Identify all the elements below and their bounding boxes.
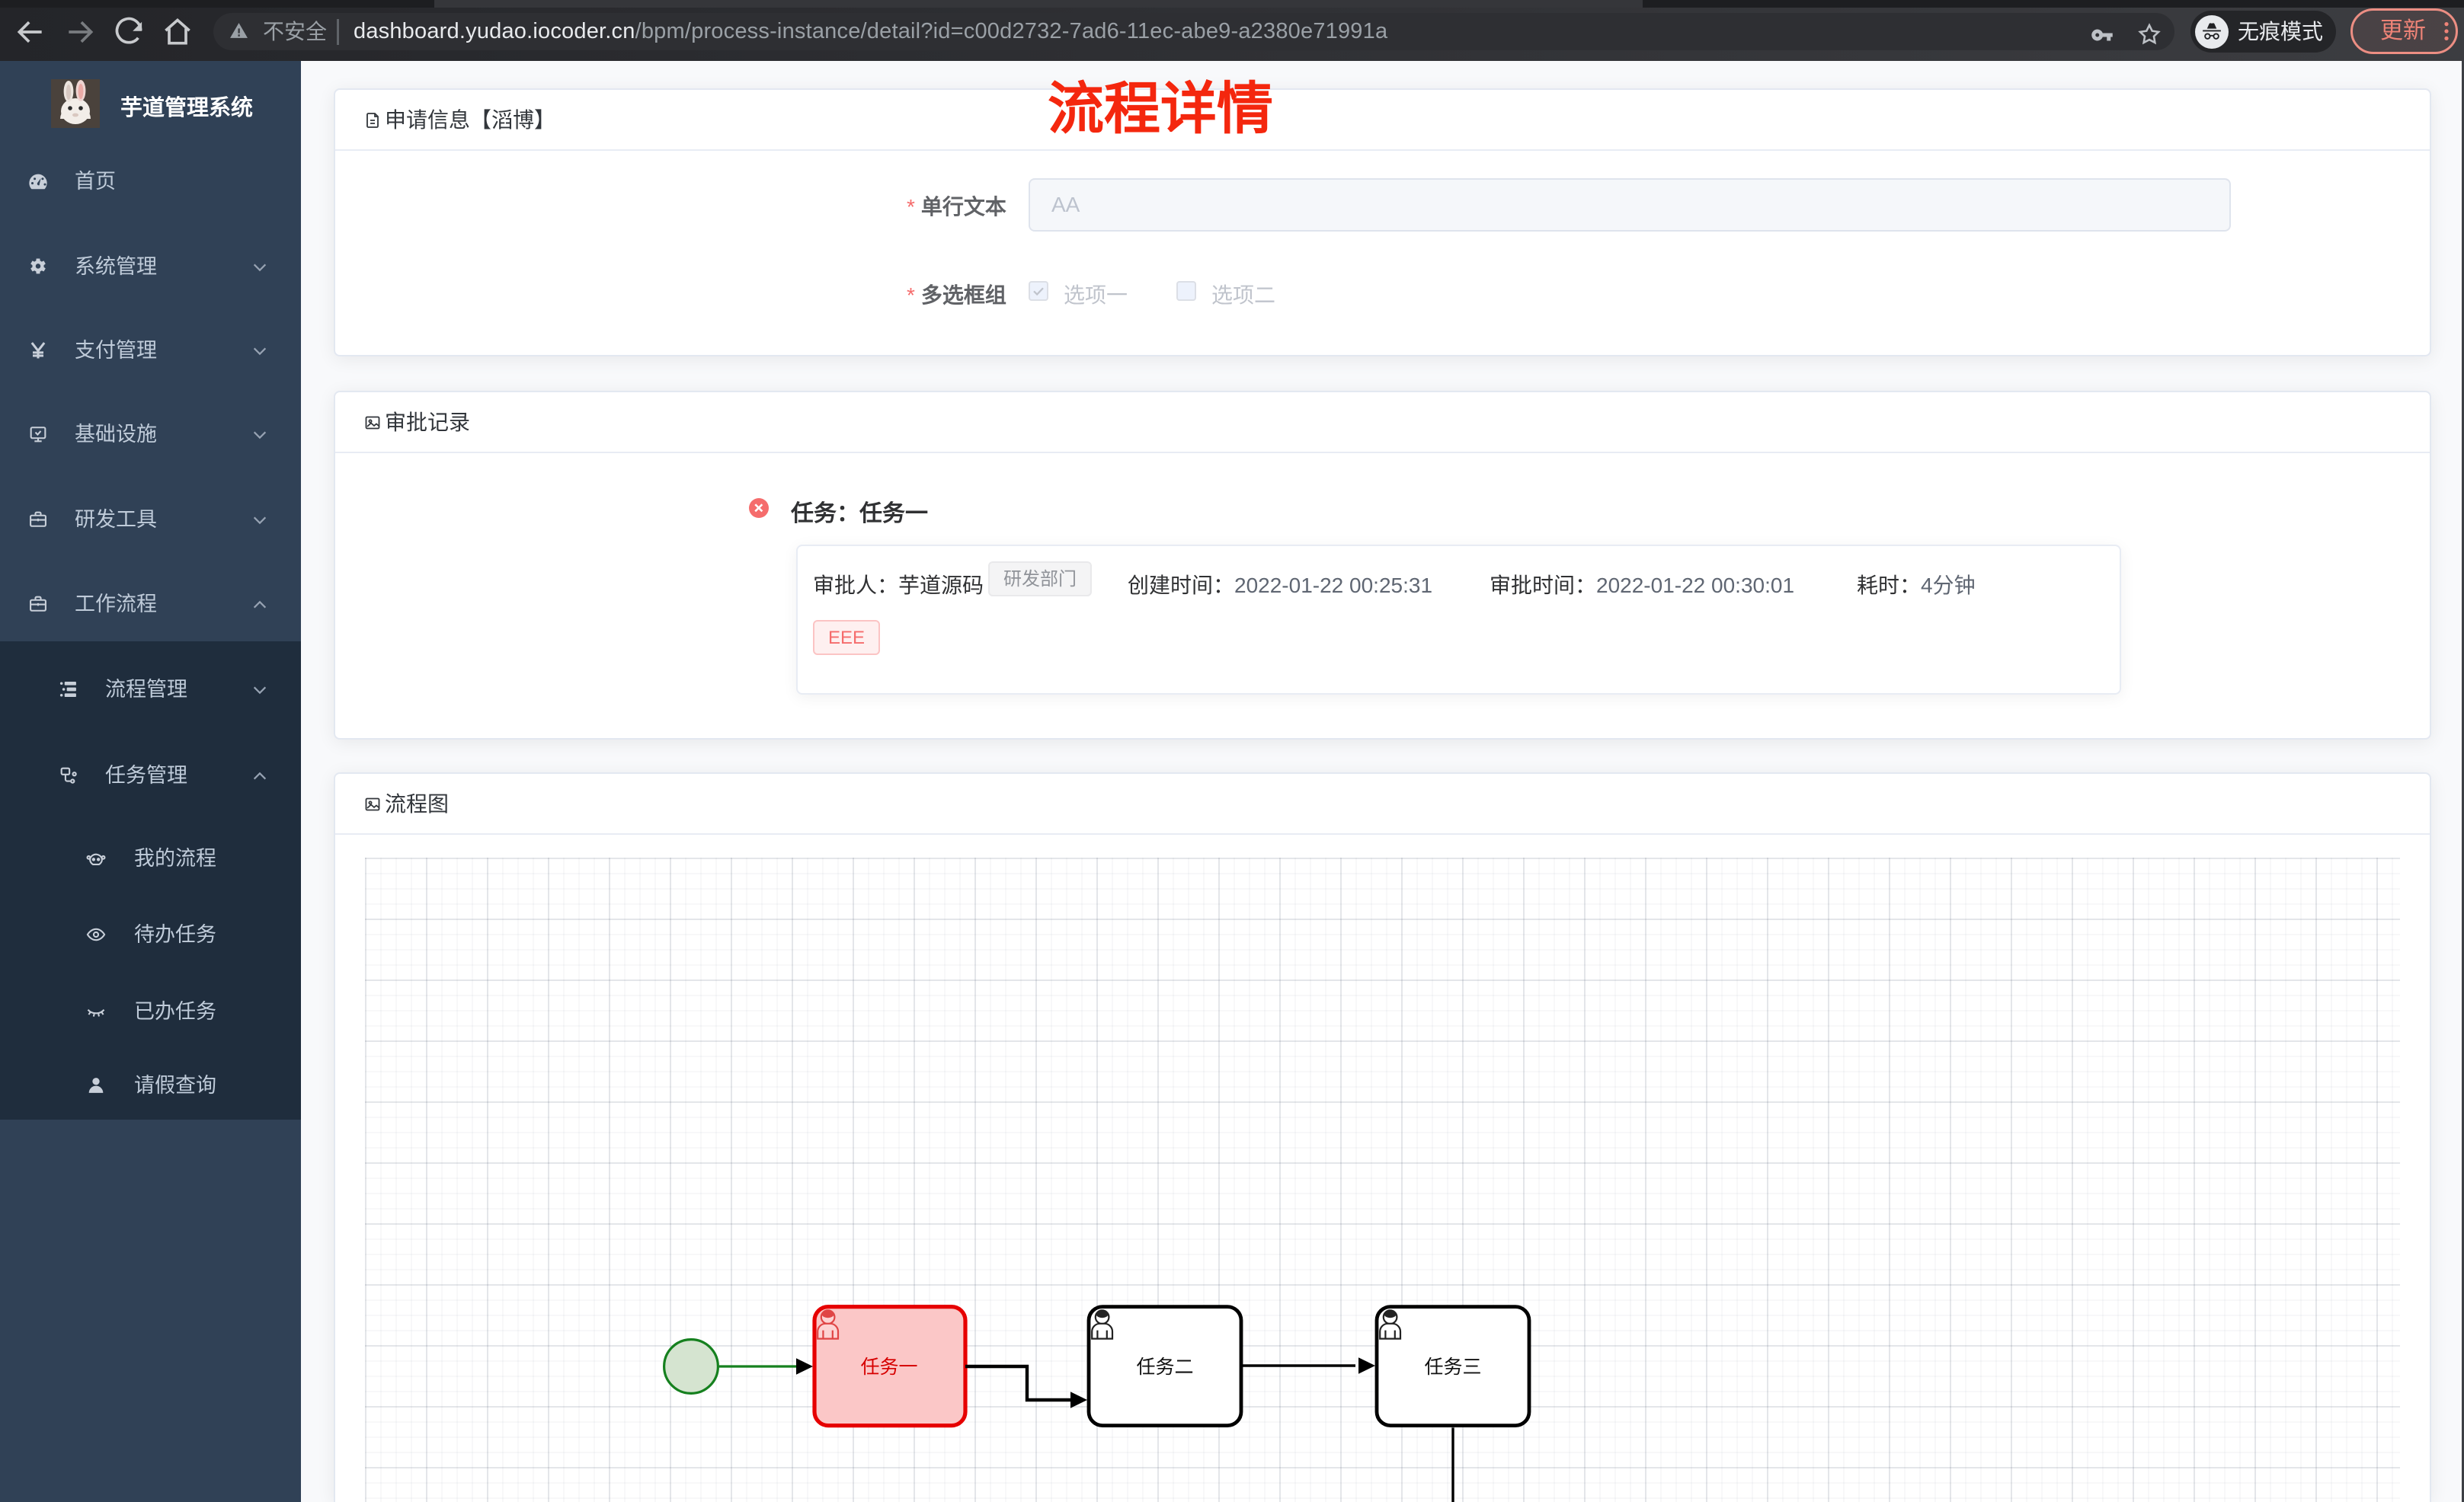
svg-text:任务三: 任务三 [1424,1357,1481,1378]
svg-text:任务一: 任务一 [860,1357,917,1378]
svg-text:任务二: 任务二 [1136,1357,1193,1378]
